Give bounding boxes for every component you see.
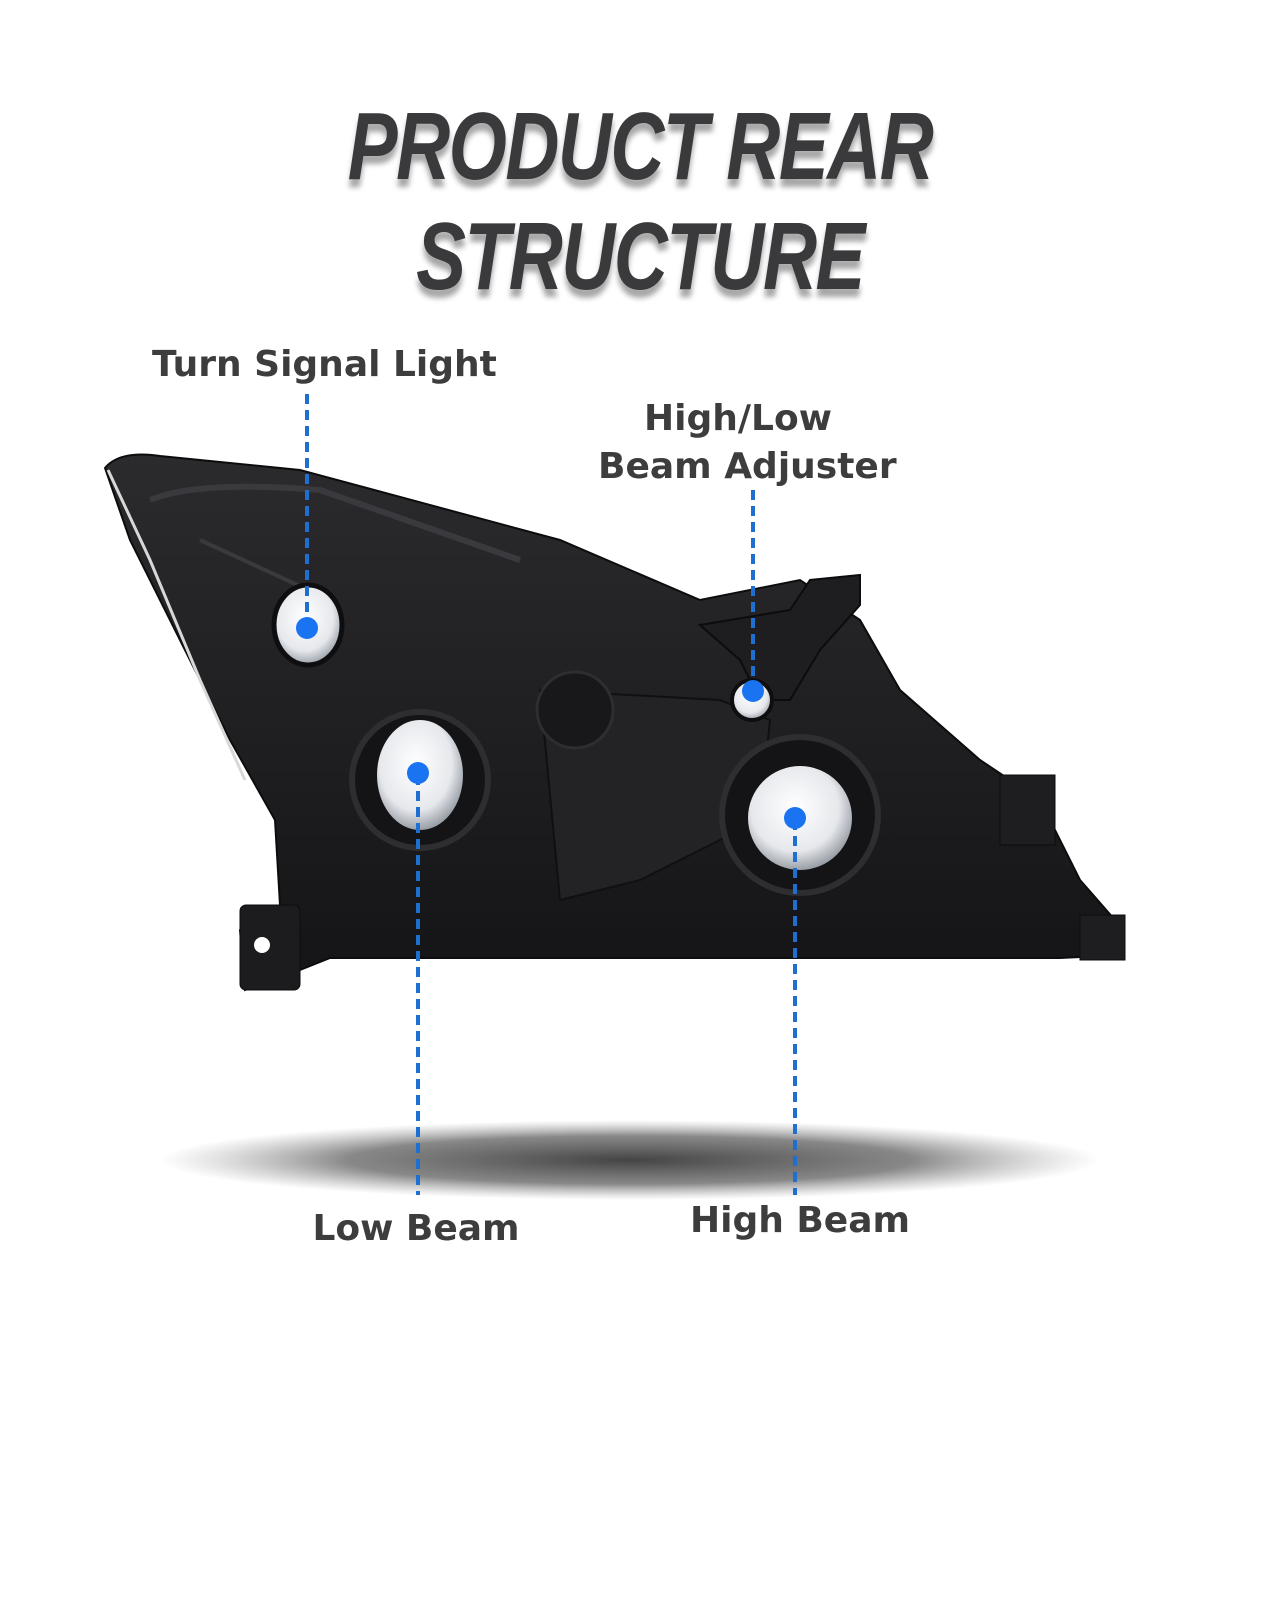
low-beam-label: Low Beam bbox=[312, 1208, 520, 1249]
turn-signal-label: Turn Signal Light bbox=[152, 344, 497, 385]
adjuster-marker bbox=[742, 680, 764, 702]
high-beam-label: High Beam bbox=[689, 1200, 911, 1241]
floor-shadow bbox=[160, 1120, 1100, 1200]
high-beam-leader-line bbox=[793, 820, 797, 1195]
low-beam-leader-line bbox=[416, 775, 420, 1195]
page-title: PRODUCT REAR STRUCTURE bbox=[347, 93, 934, 310]
turn-signal-leader-line bbox=[305, 394, 309, 624]
adjuster-label-line1: High/Low bbox=[644, 398, 832, 439]
turn-signal-marker bbox=[296, 617, 318, 639]
low-beam-marker bbox=[407, 762, 429, 784]
high-beam-marker bbox=[784, 807, 806, 829]
adjuster-leader-line bbox=[751, 490, 755, 690]
adjuster-label-line2: Beam Adjuster bbox=[598, 446, 897, 487]
